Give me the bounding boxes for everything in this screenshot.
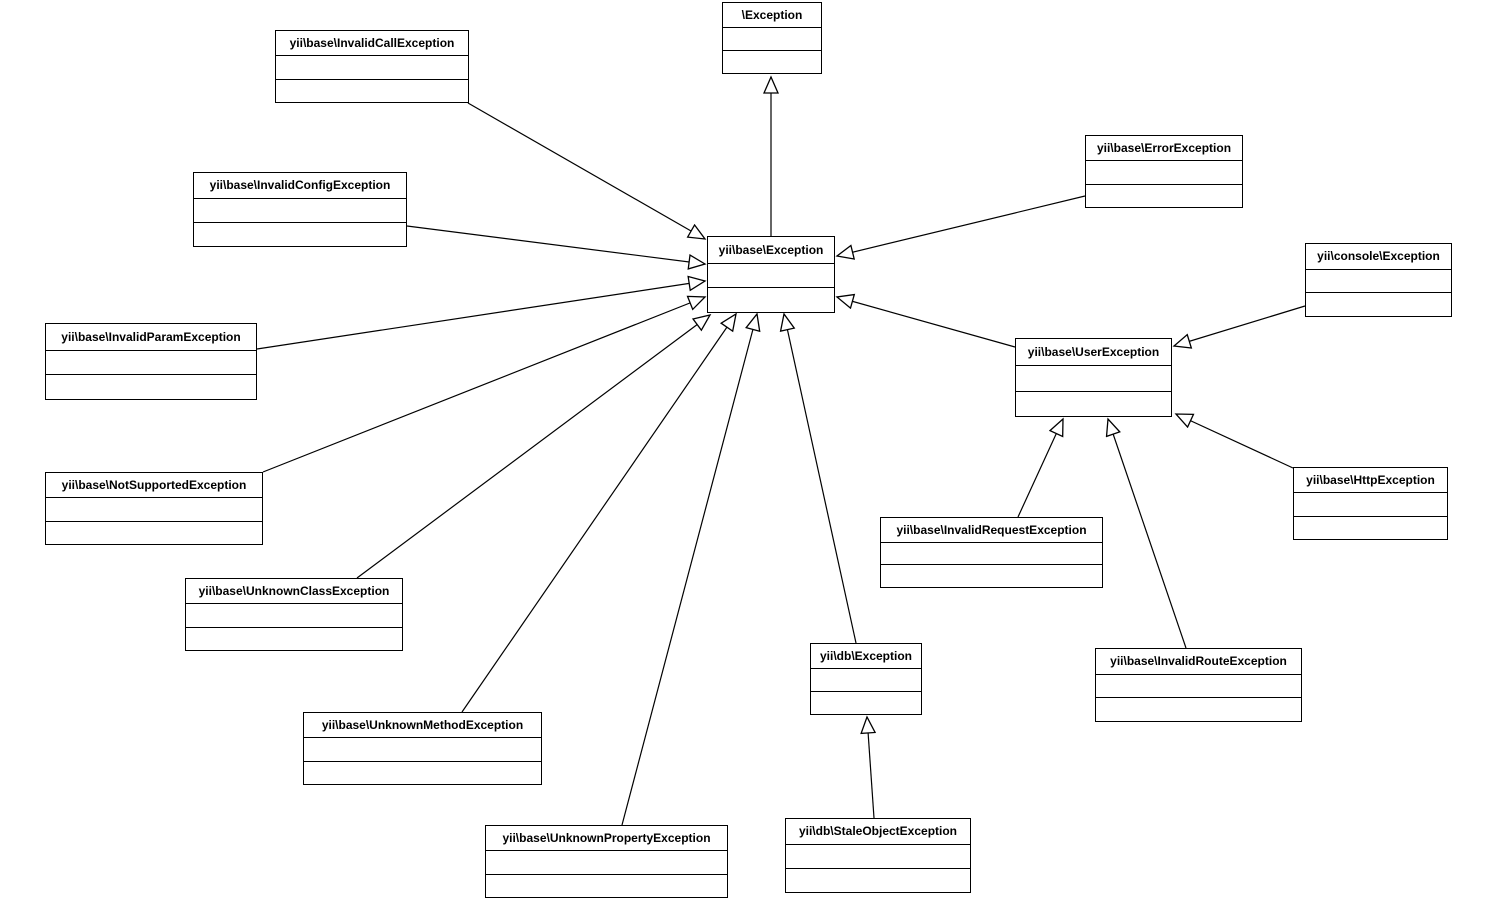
inheritance-arrow-invalid-route-exception-to-user-exception	[1105, 417, 1187, 649]
methods-compartment	[46, 522, 262, 544]
class-name-label: yii\base\InvalidRequestException	[881, 518, 1102, 543]
attributes-compartment	[194, 199, 406, 223]
class-name-label: yii\base\UnknownPropertyException	[486, 826, 727, 852]
attributes-compartment	[1086, 161, 1242, 185]
class-name-label: yii\base\UserException	[1016, 339, 1171, 367]
class-box-unknown-class-exception: yii\base\UnknownClassException	[185, 578, 403, 651]
class-name-label: yii\base\InvalidRouteException	[1096, 649, 1301, 675]
methods-compartment	[304, 762, 541, 784]
class-box-invalid-param-exception: yii\base\InvalidParamException	[45, 323, 257, 400]
attributes-compartment	[723, 28, 821, 51]
class-box-unknown-method-exception: yii\base\UnknownMethodException	[303, 712, 542, 785]
attributes-compartment	[276, 56, 468, 80]
class-name-label: yii\base\NotSupportedException	[46, 473, 262, 499]
class-box-root-exception: \Exception	[722, 2, 822, 74]
inheritance-arrow-not-supported-exception-to-yii-base-exception	[262, 295, 707, 473]
methods-compartment	[723, 51, 821, 73]
methods-compartment	[881, 565, 1102, 587]
methods-compartment	[194, 223, 406, 246]
class-box-invalid-request-exception: yii\base\InvalidRequestException	[880, 517, 1103, 588]
attributes-compartment	[811, 669, 921, 692]
attributes-compartment	[708, 264, 834, 289]
class-box-user-exception: yii\base\UserException	[1015, 338, 1172, 417]
attributes-compartment	[1016, 366, 1171, 392]
inheritance-arrow-unknown-class-exception-to-yii-base-exception	[356, 314, 712, 579]
attributes-compartment	[186, 604, 402, 628]
methods-compartment	[708, 288, 834, 312]
attributes-compartment	[881, 543, 1102, 566]
class-name-label: yii\base\UnknownClassException	[186, 579, 402, 605]
class-name-label: yii\base\InvalidParamException	[46, 324, 256, 351]
class-name-label: yii\base\Exception	[708, 237, 834, 264]
class-box-http-exception: yii\base\HttpException	[1293, 467, 1448, 540]
class-box-console-exception: yii\console\Exception	[1305, 243, 1452, 317]
class-box-invalid-call-exception: yii\base\InvalidCallException	[275, 30, 469, 103]
class-name-label: yii\db\StaleObjectException	[786, 819, 970, 845]
inheritance-arrow-stale-object-exception-to-yii-db-exception	[860, 715, 877, 819]
attributes-compartment	[1294, 493, 1447, 517]
attributes-compartment	[304, 738, 541, 762]
methods-compartment	[46, 375, 256, 399]
methods-compartment	[186, 628, 402, 650]
inheritance-arrow-http-exception-to-user-exception	[1174, 413, 1294, 469]
class-box-not-supported-exception: yii\base\NotSupportedException	[45, 472, 263, 545]
class-name-label: yii\console\Exception	[1306, 244, 1451, 270]
inheritance-arrow-unknown-method-exception-to-yii-base-exception	[461, 312, 737, 713]
attributes-compartment	[1096, 675, 1301, 699]
class-name-label: yii\base\ErrorException	[1086, 136, 1242, 162]
class-name-label: \Exception	[723, 3, 821, 28]
class-name-label: yii\base\HttpException	[1294, 468, 1447, 494]
inheritance-arrow-invalid-call-exception-to-yii-base-exception	[467, 102, 707, 240]
attributes-compartment	[786, 845, 970, 869]
class-name-label: yii\base\UnknownMethodException	[304, 713, 541, 739]
methods-compartment	[786, 869, 970, 892]
inheritance-arrow-invalid-param-exception-to-yii-base-exception	[256, 275, 707, 350]
inheritance-arrow-console-exception-to-user-exception	[1172, 305, 1306, 349]
attributes-compartment	[1306, 270, 1451, 294]
class-box-invalid-config-exception: yii\base\InvalidConfigException	[193, 172, 407, 247]
inheritance-arrow-invalid-config-exception-to-yii-base-exception	[406, 225, 707, 270]
methods-compartment	[1096, 698, 1301, 721]
inheritance-arrow-invalid-request-exception-to-user-exception	[1017, 417, 1064, 518]
methods-compartment	[486, 875, 727, 897]
methods-compartment	[1016, 392, 1171, 416]
methods-compartment	[811, 692, 921, 714]
class-name-label: yii\base\InvalidConfigException	[194, 173, 406, 199]
class-box-stale-object-exception: yii\db\StaleObjectException	[785, 818, 971, 893]
inheritance-arrow-user-exception-to-yii-base-exception	[835, 293, 1016, 348]
methods-compartment	[1294, 517, 1447, 539]
class-box-unknown-property-exception: yii\base\UnknownPropertyException	[485, 825, 728, 898]
class-box-error-exception: yii\base\ErrorException	[1085, 135, 1243, 208]
inheritance-arrow-yii-db-exception-to-yii-base-exception	[779, 312, 857, 644]
methods-compartment	[1306, 293, 1451, 316]
inheritance-arrow-unknown-property-exception-to-yii-base-exception	[621, 312, 761, 826]
class-box-yii-db-exception: yii\db\Exception	[810, 643, 922, 715]
attributes-compartment	[46, 351, 256, 376]
class-box-yii-base-exception: yii\base\Exception	[707, 236, 835, 313]
attributes-compartment	[46, 498, 262, 522]
inheritance-arrow-error-exception-to-yii-base-exception	[835, 195, 1086, 260]
methods-compartment	[276, 80, 468, 102]
class-name-label: yii\base\InvalidCallException	[276, 31, 468, 57]
class-box-invalid-route-exception: yii\base\InvalidRouteException	[1095, 648, 1302, 722]
class-name-label: yii\db\Exception	[811, 644, 921, 669]
methods-compartment	[1086, 185, 1242, 207]
attributes-compartment	[486, 851, 727, 875]
